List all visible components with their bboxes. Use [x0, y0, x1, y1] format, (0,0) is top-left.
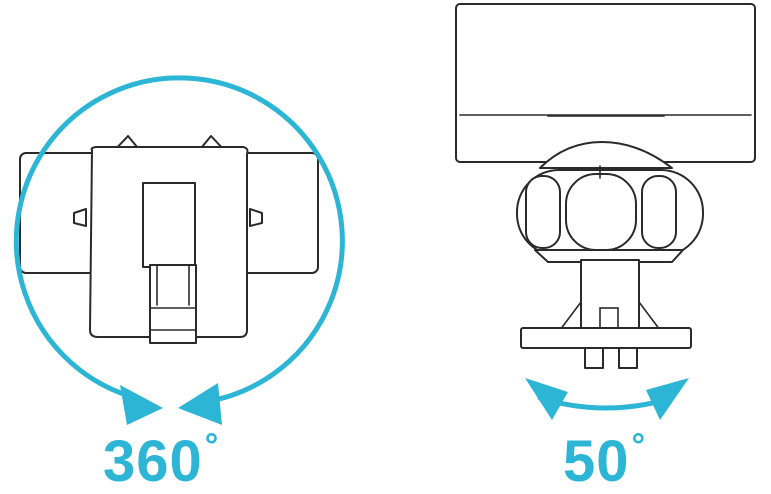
tilt-value: 50	[563, 429, 630, 494]
arrowhead-right	[646, 378, 689, 420]
double-headed-arc-arrow-icon	[525, 378, 689, 420]
circular-arrow-icon	[13, 75, 345, 425]
mount-top-view	[19, 135, 319, 344]
tilt-degree-symbol: °	[631, 427, 647, 465]
arrowhead-right	[178, 383, 222, 425]
arrowhead-left	[525, 378, 568, 420]
mount-side-view	[455, 3, 756, 369]
arrowhead-left	[120, 385, 163, 425]
tilt-angle-label: 50°	[563, 429, 646, 491]
rotation-angle-label: 360°	[103, 429, 219, 491]
rotation-degree-symbol: °	[204, 427, 220, 465]
rotation-value: 360	[103, 429, 203, 494]
